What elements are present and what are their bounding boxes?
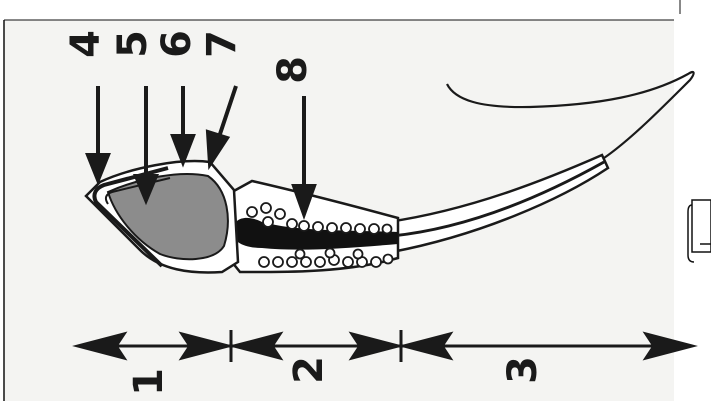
section-label-1: 1	[126, 368, 172, 396]
scroll-icon	[688, 200, 711, 262]
section-label-3: 3	[500, 356, 546, 384]
label-8: 8	[270, 56, 316, 84]
label-5: 5	[110, 30, 156, 58]
label-4: 4	[63, 30, 109, 58]
label-7: 7	[199, 30, 245, 58]
label-6: 6	[154, 30, 200, 58]
section-label-2: 2	[286, 356, 332, 384]
